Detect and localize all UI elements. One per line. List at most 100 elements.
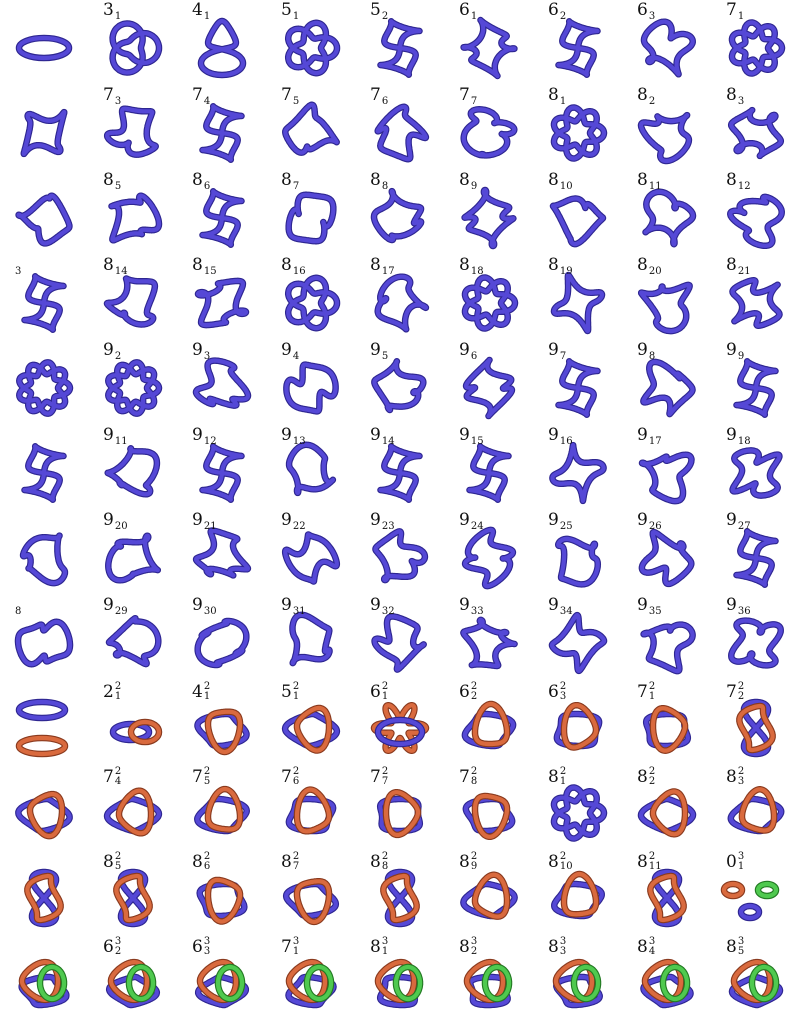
crossing-number: 5 [370,2,381,19]
knot-index: 14 [115,267,128,277]
knot-diagram [716,350,805,428]
knot-strand [564,874,596,914]
knot-diagram [627,350,716,428]
knot-index: 2 [560,12,566,22]
knot-index: 1 [560,777,566,787]
crossing-number: 9 [281,427,292,444]
knot-label: 621 [370,682,388,702]
knot-cell: 722 [716,682,805,767]
knot-cell: 823 [716,767,805,852]
knot-diagram [716,180,805,258]
knot-label: 832 [459,937,477,957]
knot-index: 12 [738,182,751,192]
knot-cell: 83 [716,87,805,172]
crossing-number: 9 [281,597,292,614]
crossing-number: 9 [370,512,381,529]
knot-strand [737,361,776,414]
knot-index: 2 [649,97,655,107]
knot-index: 21 [204,522,217,532]
knot-strand [643,362,692,414]
knot-diagram [4,95,93,173]
knot-strand [464,109,515,155]
knot-cell: 93 [182,342,271,427]
crossing-number: 8 [103,854,114,871]
knot-cell: 8211 [627,852,716,937]
knot-diagram [4,435,93,513]
knot-strand [378,107,426,159]
knot-index: 6 [204,862,210,872]
crossing-number: 8 [726,769,737,786]
knot-cell [4,767,93,852]
knot-index: 35 [649,607,662,617]
knot-label: 94 [281,342,299,359]
knot-index: 12 [204,437,217,447]
knot-strand [198,281,246,325]
knot-index: 14 [382,437,395,447]
knot-index: 8 [382,862,388,872]
knot-index: 7 [293,862,299,872]
knot-label: 031 [726,852,744,872]
knot-index: 5 [115,862,121,872]
knot-diagram [271,180,360,258]
knot-cell: 621 [360,682,449,767]
knot-cell: 914 [360,427,449,512]
knot-cell: 725 [182,767,271,852]
knot-index: 16 [560,437,573,447]
crossing-number: 8 [726,87,737,104]
knot-cell: 925 [538,512,627,597]
knot-cell: 98 [627,342,716,427]
knot-diagram [627,95,716,173]
knot-strand [558,539,598,585]
knot-label: 912 [192,427,217,444]
knot-index: 18 [471,267,484,277]
knot-cell: 911 [93,427,182,512]
crossing-number: 9 [281,512,292,529]
knot-index: 11 [649,182,662,192]
crossing-number: 8 [459,939,470,956]
knot-cell: 727 [360,767,449,852]
knot-label: 731 [281,937,299,957]
knot-label: 816 [281,257,306,274]
knot-diagram [360,180,449,258]
knot-index: 4 [115,777,121,787]
crossing-number: 7 [103,769,114,786]
knot-diagram [4,690,93,768]
knot-label: 623 [548,682,566,702]
knot-label: 812 [726,172,751,189]
knot-label: 95 [370,342,388,359]
knot-index: 17 [382,267,395,277]
knot-label: 917 [637,427,662,444]
knot-cell: 97 [538,342,627,427]
knot-label: 828 [370,852,388,872]
knot-label: 811 [637,172,662,189]
knot-diagram [538,435,627,513]
knot-diagram [538,265,627,343]
knot-index: 22 [293,522,306,532]
crossing-number: 5 [281,684,292,701]
knot-strand [375,616,424,669]
crossing-number: 9 [192,597,203,614]
knot-index: 2 [115,352,121,362]
knot-cell: 62 [538,2,627,87]
knot-label: 63 [637,2,655,19]
knot-label: 825 [103,852,121,872]
knot-index: 10 [560,182,573,192]
crossing-number: 6 [548,2,559,19]
crossing-number: 9 [192,512,203,529]
knot-strand [642,532,691,584]
knot-index: 1 [560,97,566,107]
knot-cell: 825 [93,852,182,937]
knot-diagram [627,520,716,598]
knot-strand [644,625,693,672]
knot-diagram [627,10,716,88]
knot-index: 25 [560,522,573,532]
